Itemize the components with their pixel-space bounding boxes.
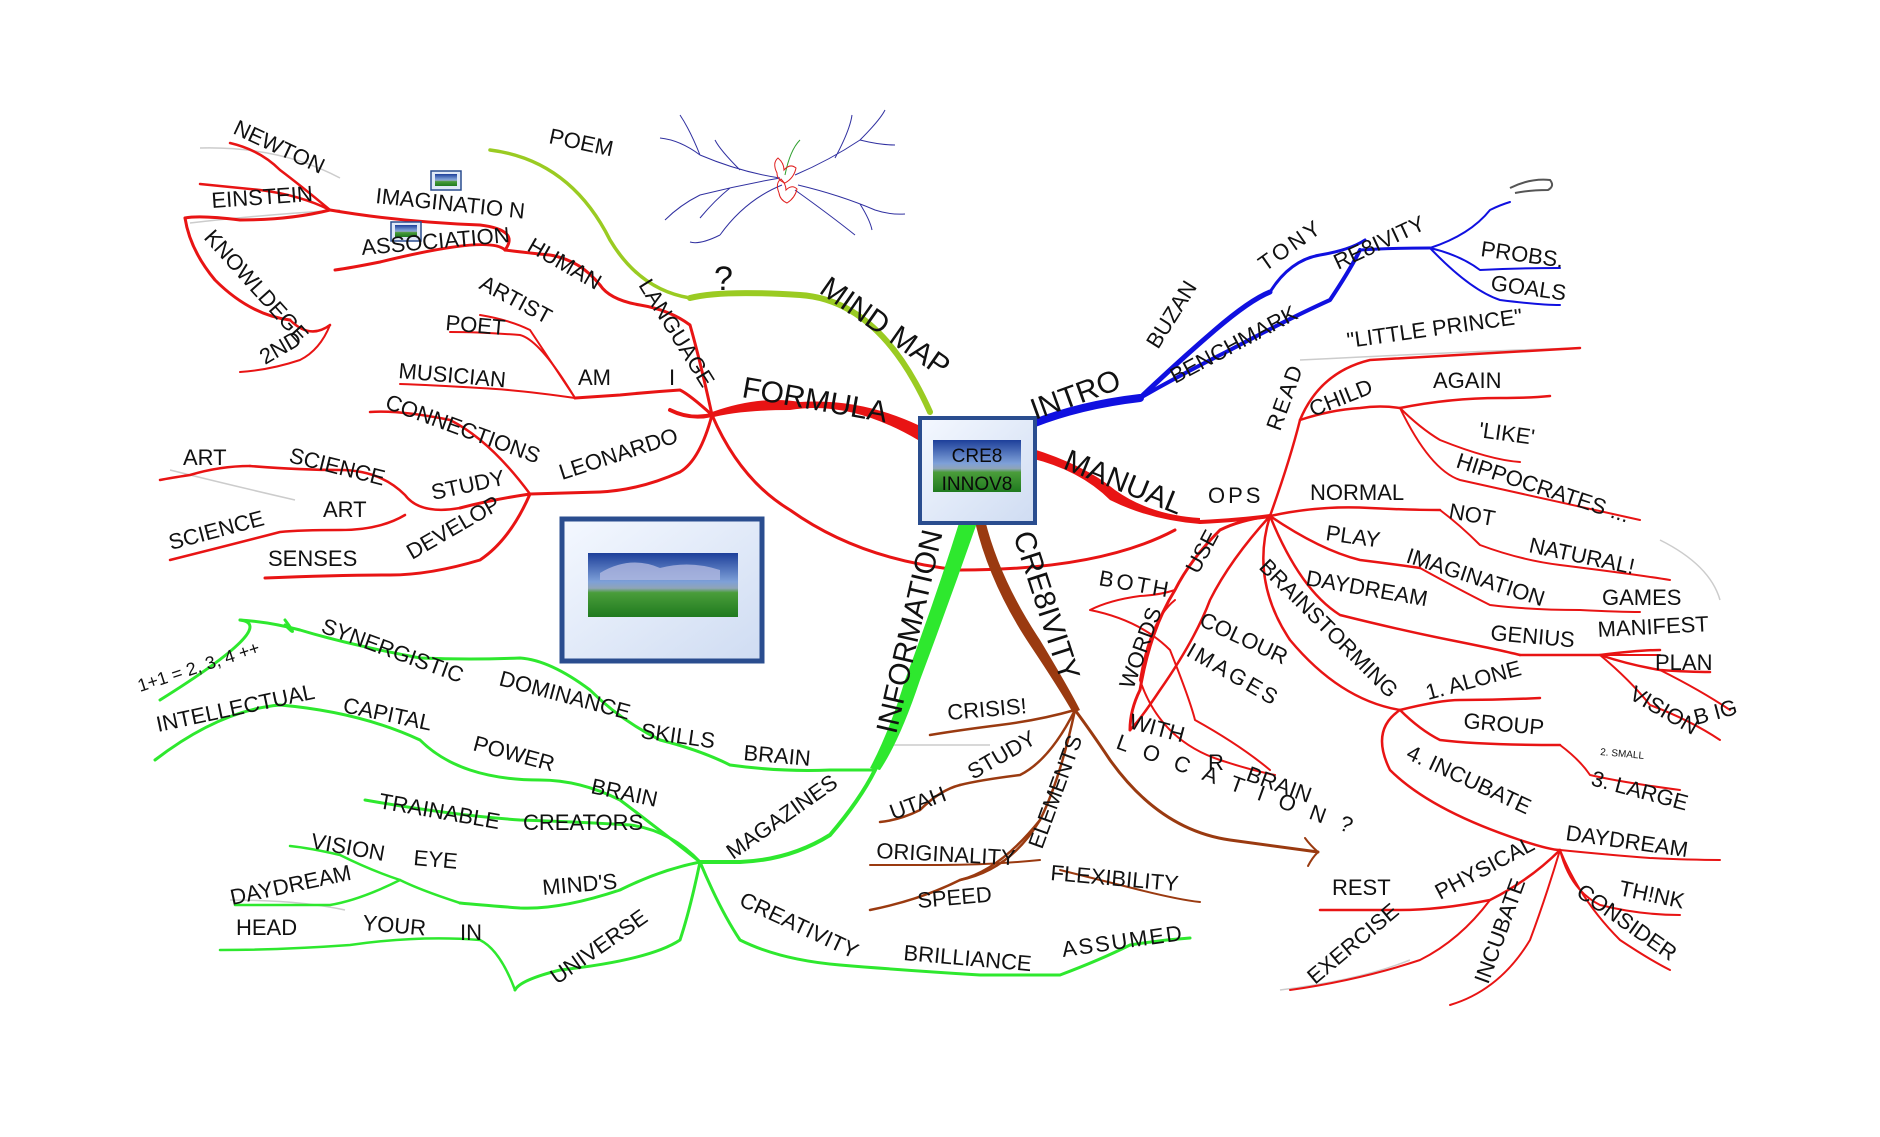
leonardo-label: LEONARDO [556, 423, 681, 485]
rest-label: REST [1332, 875, 1391, 900]
formula-title[interactable]: FORMULA [740, 371, 890, 429]
incubate-label: INCUBATE [1469, 875, 1530, 987]
creators-label: CREATORS [523, 810, 643, 835]
mind-map-branch [488, 109, 933, 415]
picture-placeholder [559, 516, 765, 664]
power-label: POWER [471, 731, 558, 777]
little-prince-label: "LITTLE PRINCE" [1345, 304, 1524, 353]
formula-branch [158, 141, 1177, 580]
trainable-label: TRAINABLE [377, 788, 502, 834]
manual-title[interactable]: MANUAL [1059, 444, 1187, 521]
capital-label: CAPITAL [341, 692, 434, 735]
incubate4-label: 4. INCUBATE [1403, 740, 1535, 819]
big-label: B IG [1691, 694, 1740, 730]
brain2-label: BRAIN [589, 773, 660, 811]
crisis-label: CRISIS! [946, 693, 1027, 725]
creativity-info-label: CREATIVITY [736, 887, 863, 964]
formula-note-label: 1+1 = 2, 3, 4 ++ [135, 638, 262, 696]
sketch-image [659, 109, 906, 244]
child-label: CHILD [1306, 374, 1377, 422]
skills-label: SKILLS [639, 718, 716, 753]
am-label: AM [578, 365, 611, 390]
human-label: HUMAN [524, 233, 606, 295]
poem-label: POEM [547, 123, 616, 161]
ops-label: OPS [1208, 483, 1263, 508]
connections-label: CONNECTIONS [382, 389, 543, 468]
read-label: READ [1261, 360, 1308, 434]
intro-branch [1028, 178, 1561, 428]
senses-label: SENSES [268, 546, 357, 571]
group-label: GROUP [1463, 708, 1546, 740]
association-label: ASSOCIATION [360, 222, 510, 260]
small-picture-icon-2 [390, 221, 422, 242]
i-label: I [669, 365, 675, 390]
intro-title[interactable]: INTRO [1026, 364, 1125, 427]
manual-branch [1030, 346, 1731, 1006]
words-label: WORDS [1114, 604, 1166, 692]
universe-label: UNIVERSE [546, 904, 652, 989]
musician-label: MUSICIAN [398, 358, 507, 392]
synergistic-label: SYNERGISTIC [318, 613, 467, 688]
exercise-label: EXERCISE [1302, 898, 1403, 989]
speed-label: SPEED [916, 882, 992, 913]
central-line-2: INNOV8 [942, 474, 1013, 495]
flexibility-label: FLEXIBILITY [1050, 860, 1180, 896]
utah-label: UTAH [886, 781, 949, 824]
r-label: R [1208, 750, 1224, 775]
like-label: 'LIKE' [1477, 417, 1536, 450]
knowledge-label: KNOWLDEGE [199, 225, 313, 348]
again-label: AGAIN [1433, 368, 1501, 393]
head-label: HEAD [236, 915, 297, 940]
natural-label: NATURAL! [1527, 532, 1637, 579]
plan-label: PLAN [1655, 650, 1712, 675]
information-branch [153, 520, 1192, 992]
manifest-label: MANIFEST [1597, 611, 1709, 642]
buzan-label: BUZAN [1141, 276, 1202, 352]
normal-label: NORMAL [1310, 480, 1404, 505]
study-creativity-label: STUDY [963, 725, 1040, 784]
games-label: GAMES [1602, 585, 1681, 610]
probs-label: PROBS. [1479, 236, 1565, 272]
not-label: NOT [1447, 498, 1497, 531]
brain1-label: BRAIN [743, 740, 812, 771]
in-label: IN [460, 920, 482, 945]
art2-label: ART [323, 497, 367, 522]
language-label: LANGUAGE [634, 274, 720, 391]
small-picture-icon-1 [430, 170, 462, 191]
alone-label: 1. ALONE [1423, 655, 1524, 704]
re8ivity-label: RE8IVITY [1330, 210, 1430, 274]
central-line-1: CRE8 [952, 446, 1003, 467]
play-label: PLAY [1324, 520, 1382, 552]
poet-label: POET [445, 310, 507, 340]
magazines-label: MAGAZINES [722, 769, 842, 864]
creativity-branch [868, 520, 1320, 912]
eye-label: EYE [413, 845, 459, 874]
central-topic[interactable]: CRE8 INNOV8 [918, 416, 1037, 525]
question-mark: ? [714, 260, 733, 298]
large-label: 3. LARGE [1589, 766, 1691, 816]
genius-label: GENIUS [1490, 620, 1576, 652]
assumed-label: ASSUMED [1060, 920, 1185, 962]
your-label: YOUR [362, 910, 427, 940]
art1-label: ART [183, 445, 227, 470]
science1-label: SCIENCE [287, 443, 388, 491]
mind-map-title: MIND MAP [814, 271, 956, 384]
small-group-note: 2. SMALL [1600, 747, 1645, 762]
